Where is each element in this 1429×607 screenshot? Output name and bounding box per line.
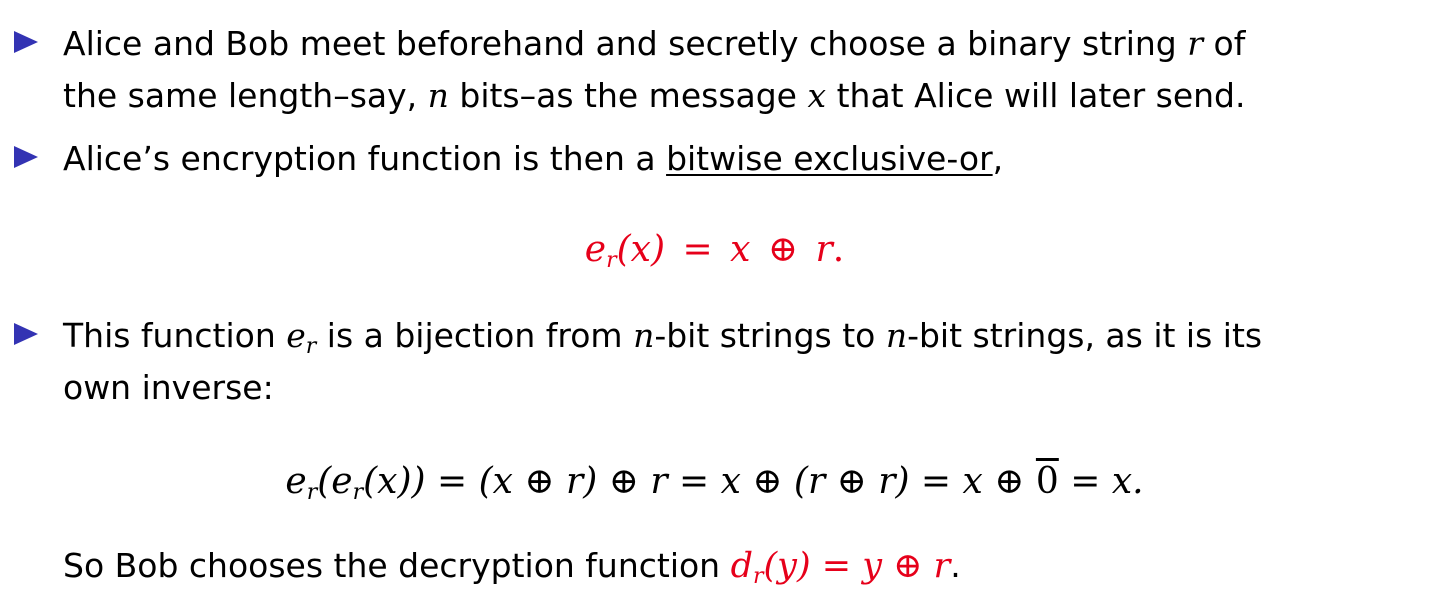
bullet-triangle-icon <box>14 323 38 345</box>
underlined-term: bitwise exclusive-or <box>666 139 993 178</box>
bullet-triangle-icon <box>14 146 38 168</box>
var-d: d <box>730 546 753 586</box>
text: is a bijection from <box>316 316 634 355</box>
bullet-2-line-1: Alice’s encryption function is then a bi… <box>63 141 1003 177</box>
text: Alice’s encryption function is then a <box>63 139 667 178</box>
decryption-formula: dr(y) = y ⊕ r <box>730 546 951 589</box>
equation-inverse: er(er(x)) = (x ⊕ r) ⊕ r = x ⊕ (r ⊕ r) = … <box>0 461 1429 505</box>
eq-sub-r: r <box>606 248 617 273</box>
eq2-sub-inner: r <box>352 480 364 505</box>
eq-lhs: (x) <box>616 229 666 270</box>
text: that Alice will later send. <box>826 76 1246 115</box>
final-sentence: So Bob chooses the decryption function d… <box>63 546 961 589</box>
text: . <box>950 546 961 585</box>
text: of <box>1203 24 1246 63</box>
text: bits–as the message <box>448 76 808 115</box>
eq-r: r <box>815 229 833 270</box>
eq-xor: ⊕ <box>767 229 799 270</box>
var-n: n <box>633 316 655 355</box>
bullet-1-line-2: the same length–say, n bits–as the messa… <box>63 78 1245 114</box>
text: -bit strings, as it is its <box>907 316 1263 355</box>
var-e: e <box>286 316 306 355</box>
text: So Bob chooses the decryption function <box>63 546 731 585</box>
var-sub-r: r <box>753 564 764 589</box>
var-n: n <box>427 76 449 115</box>
equation-encryption: er(x) = x ⊕ r. <box>0 229 1429 273</box>
var-r: r <box>1187 24 1204 63</box>
formula-rest: (y) = y ⊕ r <box>763 546 951 586</box>
eq2-zero-vector: 0 <box>1035 461 1059 502</box>
eq-x: x <box>730 229 751 270</box>
bullet-1-line-1: Alice and Bob meet beforehand and secret… <box>63 26 1245 62</box>
eq2-body: (x)) = (x ⊕ r) ⊕ r = x ⊕ (r ⊕ r) = x ⊕ <box>363 461 1036 502</box>
eq2-end: = x. <box>1058 461 1144 502</box>
eq-dot: . <box>832 229 845 270</box>
var-sub-r: r <box>305 334 317 359</box>
bullet-3-line-1: This function er is a bijection from n-b… <box>63 316 1263 358</box>
bullet-3-line-2: own inverse: <box>63 370 274 406</box>
text: This function <box>63 316 287 355</box>
eq-e: e <box>584 229 607 270</box>
bullet-triangle-icon <box>14 31 38 53</box>
eq-equals: = <box>682 229 713 270</box>
var-n: n <box>885 316 908 355</box>
text: -bit strings to <box>654 316 886 355</box>
text: the same length–say, <box>63 76 428 115</box>
var-x: x <box>807 76 827 115</box>
text: , <box>992 139 1004 178</box>
eq2-e: e <box>285 461 307 502</box>
text: Alice and Bob meet beforehand and secret… <box>63 24 1188 63</box>
eq2-sub: r <box>306 480 318 505</box>
text: own inverse: <box>63 368 274 407</box>
eq2-e-inner: (e <box>317 461 353 502</box>
